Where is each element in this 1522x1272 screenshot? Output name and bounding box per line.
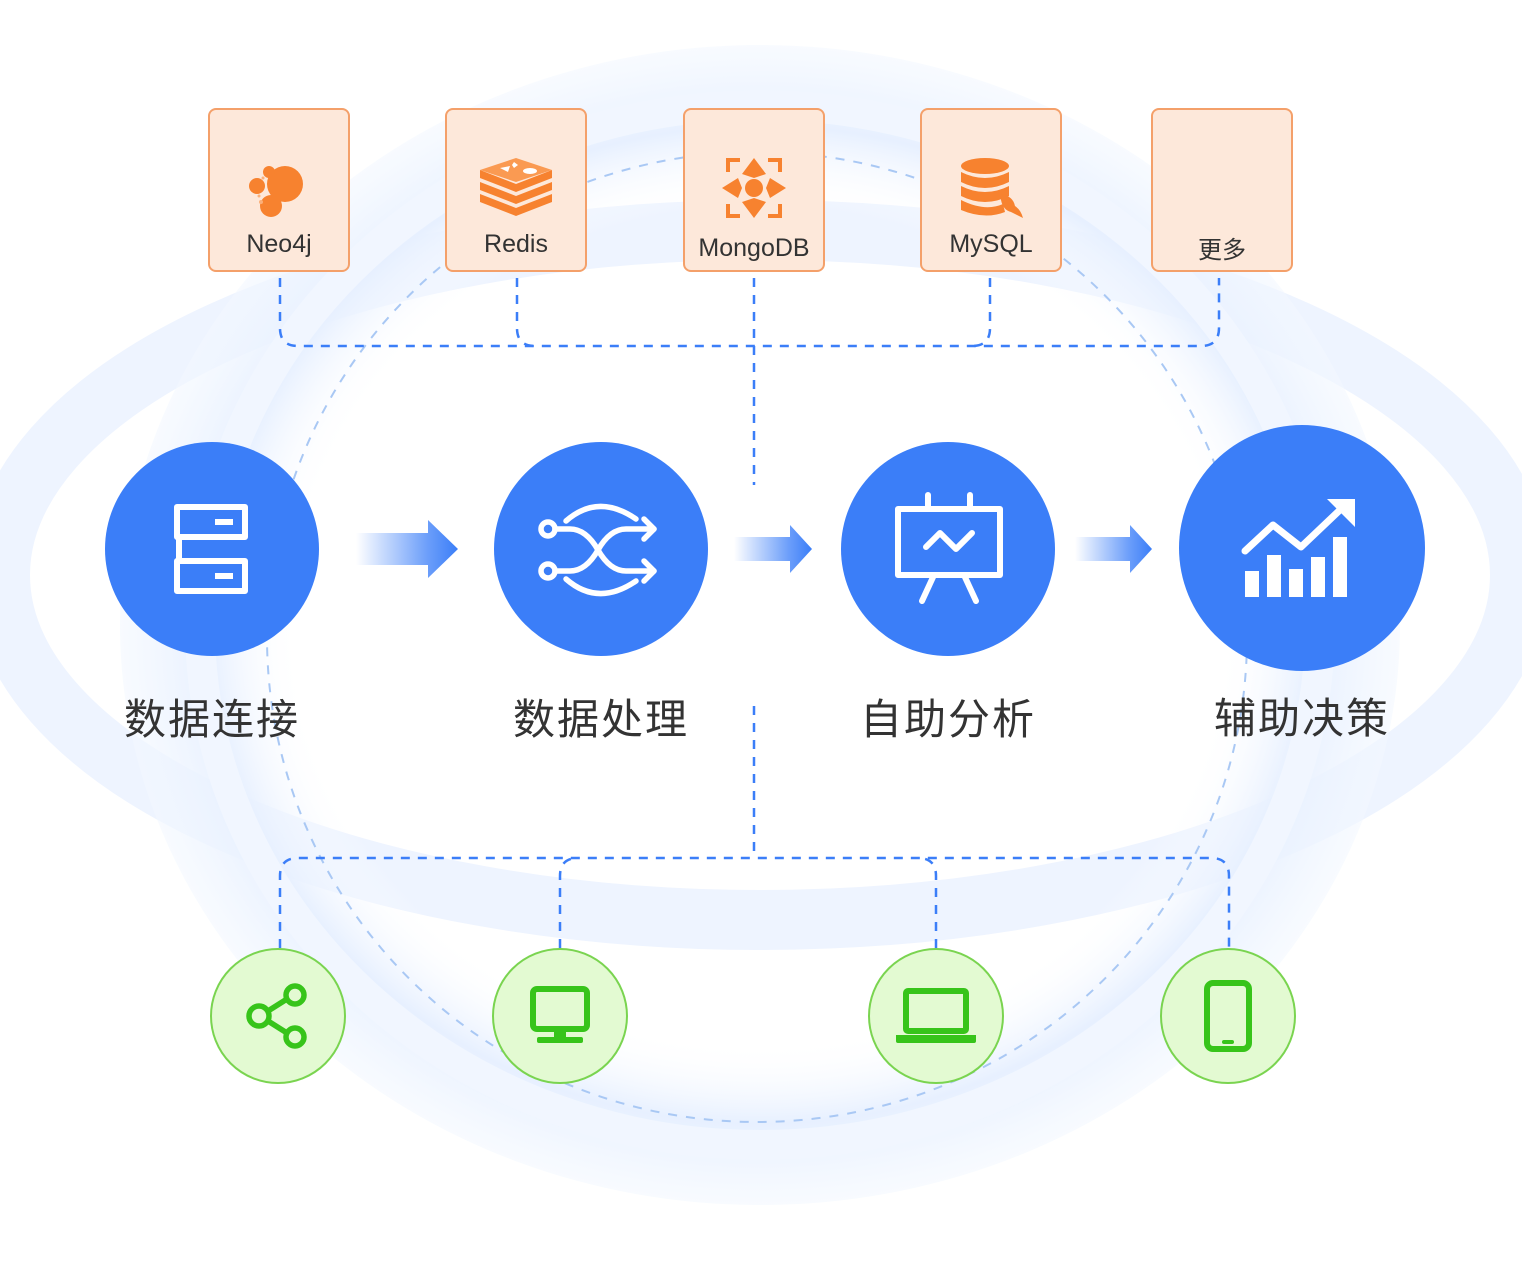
step-label: 自助分析 <box>859 695 1036 744</box>
flow-arrows <box>356 520 1152 578</box>
flow-arrow-3 <box>1075 525 1152 573</box>
laptop-icon <box>896 988 976 1043</box>
presentation-board-icon <box>895 492 1003 604</box>
trend-chart-icon <box>1241 499 1355 597</box>
mongodb-icon <box>685 152 823 232</box>
neo4j-icon <box>210 152 348 232</box>
step-circle <box>105 442 319 656</box>
source-card-neo4j[interactable]: Neo4j <box>208 108 350 272</box>
step-label: 数据连接 <box>123 695 300 744</box>
source-label: 更多 <box>1198 236 1246 264</box>
step-label: 辅助决策 <box>1213 694 1390 743</box>
source-label: Neo4j <box>246 230 312 258</box>
server-stack-icon <box>174 504 248 594</box>
source-card-mysql[interactable]: MySQL <box>920 108 1062 272</box>
flow-arrow-2 <box>734 525 812 573</box>
output-desktop[interactable] <box>492 948 628 1084</box>
redis-icon <box>447 152 585 232</box>
flow-arrow-1 <box>356 520 458 578</box>
source-card-mongodb[interactable]: MongoDB <box>683 108 825 272</box>
step-circle <box>1179 425 1425 671</box>
output-laptop[interactable] <box>868 948 1004 1084</box>
step-circle <box>841 442 1055 656</box>
main-halo <box>120 45 1400 1205</box>
output-share[interactable] <box>210 948 346 1084</box>
step-decision-support[interactable]: 辅助决策 <box>1152 425 1452 743</box>
phone-icon <box>1204 980 1252 1052</box>
mysql-icon <box>922 152 1060 232</box>
step-data-connection[interactable]: 数据连接 <box>62 442 362 744</box>
source-label: Redis <box>484 230 548 258</box>
monitor-icon <box>530 986 590 1043</box>
step-self-service-analysis[interactable]: 自助分析 <box>798 442 1098 744</box>
share-icon <box>246 983 307 1049</box>
shuffle-icon <box>538 503 657 597</box>
step-label: 数据处理 <box>512 695 689 744</box>
source-label: MySQL <box>949 230 1033 258</box>
step-data-processing[interactable]: 数据处理 <box>451 442 751 744</box>
source-connectors <box>278 278 1231 948</box>
step-circle <box>494 442 708 656</box>
source-card-redis[interactable]: Redis <box>445 108 587 272</box>
source-label: MongoDB <box>698 234 810 262</box>
source-card-more[interactable]: 更多 <box>1151 108 1293 272</box>
output-mobile[interactable] <box>1160 948 1296 1084</box>
